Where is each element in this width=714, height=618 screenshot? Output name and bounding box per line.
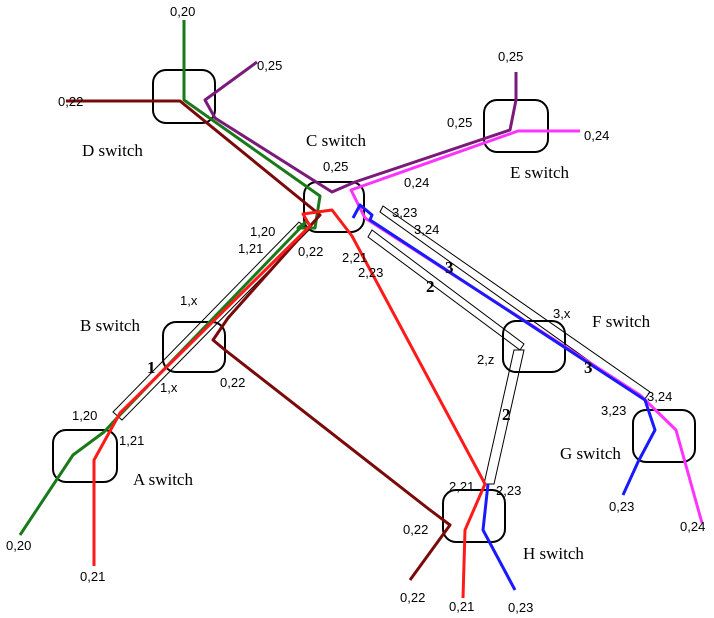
switch-h-label: H switch [523, 544, 584, 563]
switch-e-box [483, 99, 549, 153]
port-b-022: 0,22 [220, 375, 245, 390]
switch-f-label: F switch [592, 312, 651, 331]
trunk-label-3a: 3 [445, 258, 454, 277]
port-c-bottom: 0,22 [298, 244, 323, 259]
trunk-c-g-3 [379, 205, 651, 401]
port-h-221: 2,21 [449, 479, 474, 494]
port-c-223: 2,23 [358, 265, 383, 280]
port-c-top: 0,25 [323, 159, 348, 174]
trunk-label-2b: 2 [502, 405, 511, 424]
trunk-label-2a: 2 [426, 277, 435, 296]
port-g-323: 3,23 [601, 403, 626, 418]
port-g-024: 0,24 [680, 519, 705, 534]
switch-h-box [442, 489, 506, 543]
port-d-top: 0,20 [170, 4, 195, 19]
port-h-023: 0,23 [508, 600, 533, 615]
vlan-25-purple-path [203, 60, 518, 194]
port-e-top: 0,25 [498, 49, 523, 64]
port-h-021: 0,21 [449, 599, 474, 614]
switch-e-label: E switch [510, 163, 570, 182]
port-f-2z: 2,z [477, 352, 494, 367]
vlan-21-red-path [92, 208, 487, 599]
port-e-right: 0,24 [584, 128, 609, 143]
port-c-121: 1,21 [238, 241, 263, 256]
vlan-23-blue-path-h [481, 483, 517, 591]
trunk-label-3b: 3 [584, 358, 593, 377]
switch-b-box [162, 321, 226, 373]
vlan-paths [18, 20, 704, 599]
vlan-22-darkred-path [66, 99, 452, 581]
port-c-323: 3,23 [392, 205, 417, 220]
port-g-324: 3,24 [647, 389, 672, 404]
port-a-021: 0,21 [80, 569, 105, 584]
switch-g-box [632, 409, 696, 463]
port-d-left: 0,22 [58, 94, 83, 109]
port-c-324: 3,24 [414, 222, 439, 237]
switch-b-label: B switch [80, 316, 140, 335]
port-a-121: 1,21 [119, 433, 144, 448]
port-h-223: 2,23 [496, 483, 521, 498]
switch-a-box [52, 429, 118, 483]
switch-c-label: C switch [306, 131, 366, 150]
port-c-221: 2,21 [342, 250, 367, 265]
port-b-1x-bottom: 1,x [160, 380, 178, 395]
vlan-24-magenta-path [349, 129, 704, 524]
port-h-022-left: 0,22 [403, 522, 428, 537]
port-d-right: 0,25 [257, 58, 282, 73]
switch-a-label: A switch [133, 470, 193, 489]
port-h-022-bottom: 0,22 [400, 590, 425, 605]
port-a-020: 0,20 [6, 538, 31, 553]
port-e-left: 0,25 [447, 115, 472, 130]
vlan-23-blue-path [351, 203, 657, 496]
switch-d-label: D switch [82, 141, 143, 160]
vlan-20-green-path [18, 20, 322, 536]
port-b-1x-top: 1,x [180, 293, 198, 308]
port-g-023: 0,23 [609, 499, 634, 514]
switch-g-label: G switch [560, 444, 621, 463]
port-a-120: 1,20 [72, 408, 97, 423]
trunk-label-1: 1 [147, 358, 156, 377]
port-c-right: 0,24 [404, 175, 429, 190]
trunk-c-f-2 [367, 229, 525, 351]
switch-boxes [52, 69, 696, 543]
trunk-f-h-2 [483, 349, 525, 485]
port-f-3x: 3,x [553, 306, 571, 321]
port-c-120: 1,20 [250, 224, 275, 239]
